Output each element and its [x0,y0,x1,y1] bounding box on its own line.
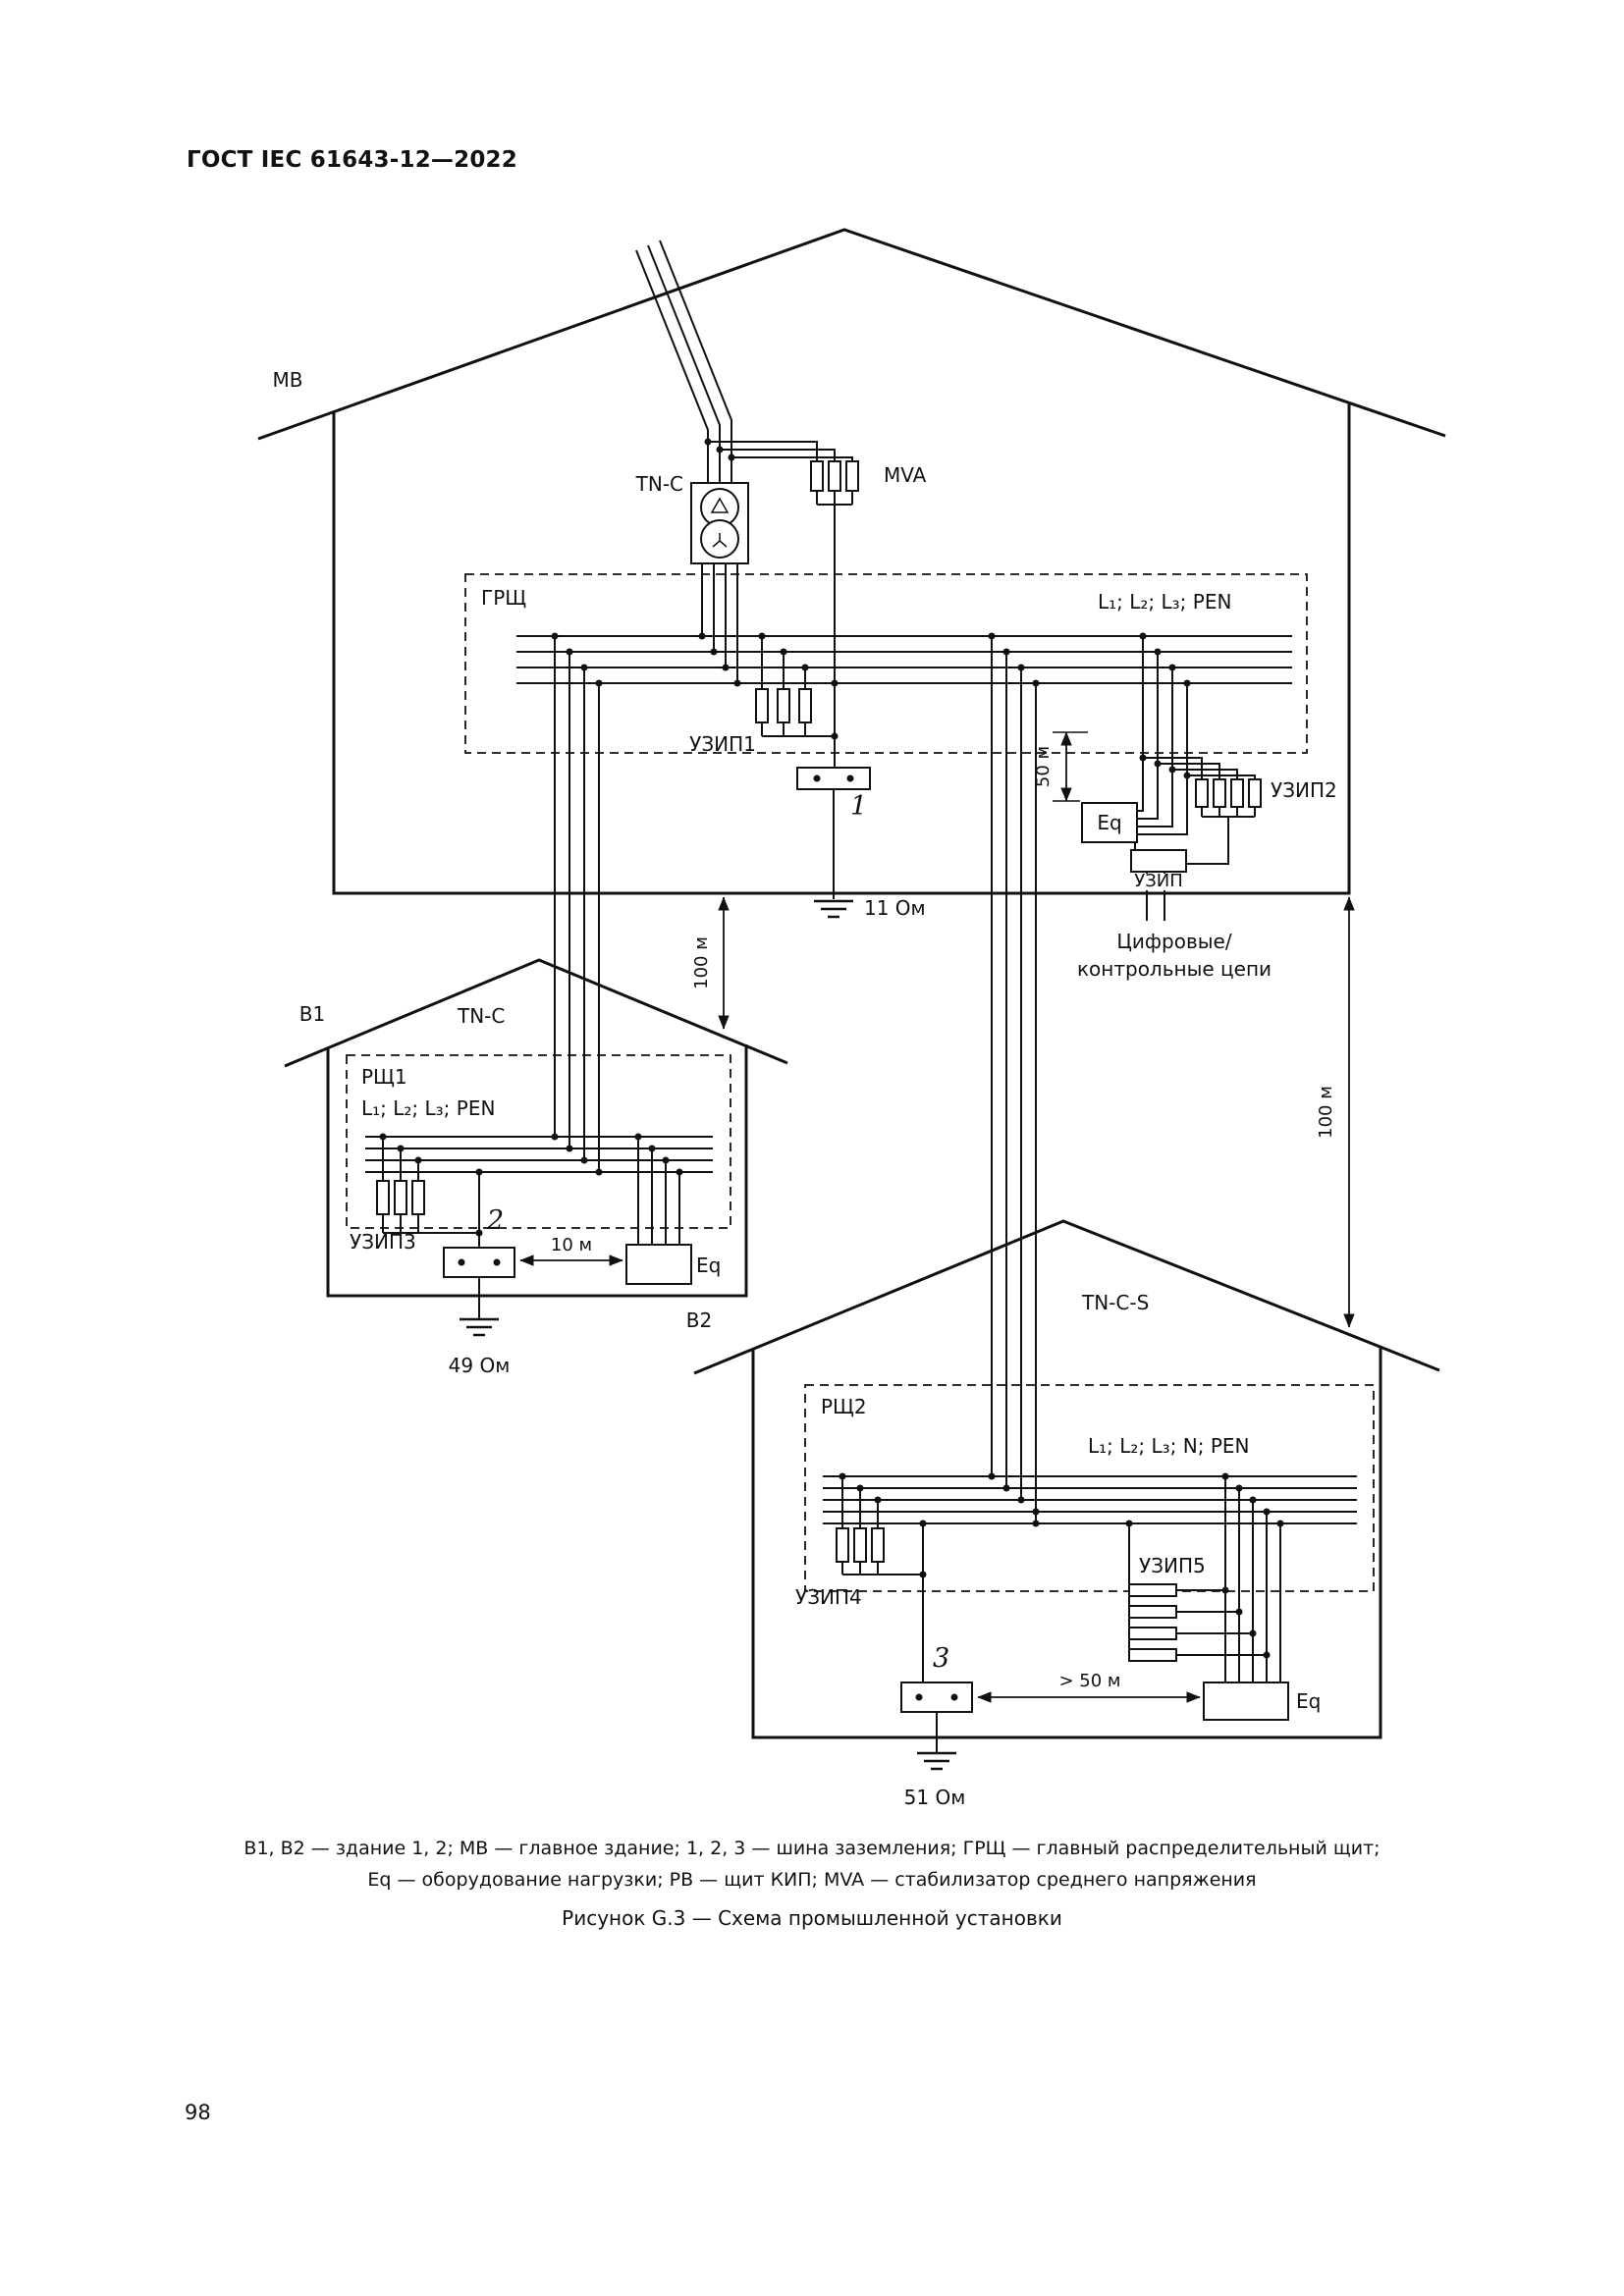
dimension-50m: 50 м [1033,731,1088,802]
feeder-to-building1 [554,636,600,1172]
star-winding-icon [712,533,728,548]
rshch2-busbars [823,1475,1357,1524]
earth-bus-3 [900,1682,973,1713]
building1-eq-feeds [637,1137,680,1245]
building1-outline [284,958,788,1298]
dimension-50m-label: 50 м [1033,746,1054,787]
rshch1-label: РЩ1 [361,1065,407,1089]
page-number: 98 [185,2101,211,2124]
dimension-10m: 10 м [519,1235,623,1266]
earth-bus2-label: 2 [486,1205,504,1236]
main-building-label: МВ [273,368,303,392]
dimension-100m-right-label: 100 м [1316,1086,1336,1139]
building2-label: В2 [686,1308,712,1332]
digital-spd-box [1130,849,1187,873]
ground-symbol-3 [917,1751,956,1771]
ground-symbol-1 [814,899,853,919]
connection-dots [379,438,1284,1659]
earth-bus1-label: 1 [850,791,867,822]
dimension-100m-left-label: 100 м [691,936,712,989]
spd1-label: УЗИП1 [689,732,756,756]
building1-conductors-label: L₁; L₂; L₃; PEN [361,1096,495,1120]
spd1-uzip1 [755,688,812,723]
rshch2-label: РЩ2 [821,1395,867,1418]
main-building-outline [257,228,1446,895]
label-backer [1129,874,1188,890]
mva-label: MVA [884,463,927,487]
building2-outline [693,1219,1440,1739]
main-eq-wiring [1134,636,1256,921]
dimension-100m-left: 100 м [691,896,730,1030]
dimension-gt50m: > 50 м [977,1671,1201,1703]
building2-earth-wiring [922,1523,938,1753]
dimension-gt50m-label: > 50 м [1058,1671,1120,1691]
spd4-uzip4 [836,1527,885,1563]
transformer-tn-c [690,482,749,564]
building2-equipment-box [1203,1682,1289,1721]
document-header: ГОСТ IEC 61643-12—2022 [187,147,517,173]
spd2-label: УЗИП2 [1271,778,1337,802]
earth-bus3-label: 3 [933,1643,949,1674]
building1-equipment-box [625,1244,692,1285]
spd3-label: УЗИП3 [350,1230,416,1254]
dimension-100m-right: 100 м [1316,896,1355,1328]
spd5-uzip5 [1128,1583,1177,1662]
earth-resistance1-label: 11 Ом [864,896,926,920]
supply-lines [635,240,732,483]
figure-caption-line1: В1, В2 — здание 1, 2; МВ — главное здани… [244,1838,1380,1859]
digital-spd-label: УЗИП [1134,871,1183,891]
dimension-10m-label: 10 м [551,1235,592,1255]
rshch2-board-box [804,1384,1375,1592]
feeder-to-building2 [991,636,1037,1523]
building2-conductors-label: L₁; L₂; L₃; N; PEN [1088,1434,1249,1458]
spd3-uzip3 [376,1180,425,1215]
building2-eq-feeds [1224,1476,1281,1682]
delta-winding-icon [710,497,730,513]
mva-wiring [708,441,853,768]
grshch-label: ГРЩ [481,586,526,610]
ground-symbol-2 [460,1317,499,1337]
mva-arrester [810,460,859,492]
main-conductors-label: L₁; L₂; L₃; PEN [1098,590,1231,614]
grshch-busbars [516,635,1292,684]
digital-circuits-label-1: Цифровые/ [1116,930,1231,953]
rshch1-board-box [346,1054,731,1229]
earth-resistance2-label: 49 Ом [449,1354,511,1377]
earth-resistance3-label: 51 Ом [904,1786,966,1809]
building2-system-label: TN-C-S [1081,1291,1149,1314]
main-equipment-box [1081,802,1138,843]
spd1-wiring [761,636,835,737]
spd2-uzip2 [1195,778,1262,808]
building1-equipment-label: Eq [696,1254,721,1277]
building1-label: В1 [299,1002,325,1026]
figure-title: Рисунок G.3 — Схема промышленной установ… [562,1906,1062,1930]
earth-bus-2 [443,1247,515,1278]
main-equipment-label: Eq [1097,811,1121,834]
spd4-wiring [841,1476,923,1575]
spd4-label: УЗИП4 [795,1585,862,1609]
figure-caption-line2: Eq — оборудование нагрузки; РВ — щит КИП… [367,1869,1257,1891]
building2-equipment-label: Eq [1296,1689,1321,1713]
main-system-label: TN-C [635,472,683,496]
transformer-secondary-wires [701,563,738,683]
grshch-board-box [464,573,1308,754]
digital-circuits-label-2: контрольные цепи [1077,957,1272,981]
spd5-label: УЗИП5 [1139,1554,1206,1577]
building1-system-label: TN-C [457,1004,505,1028]
earth-bus-1 [796,767,871,790]
